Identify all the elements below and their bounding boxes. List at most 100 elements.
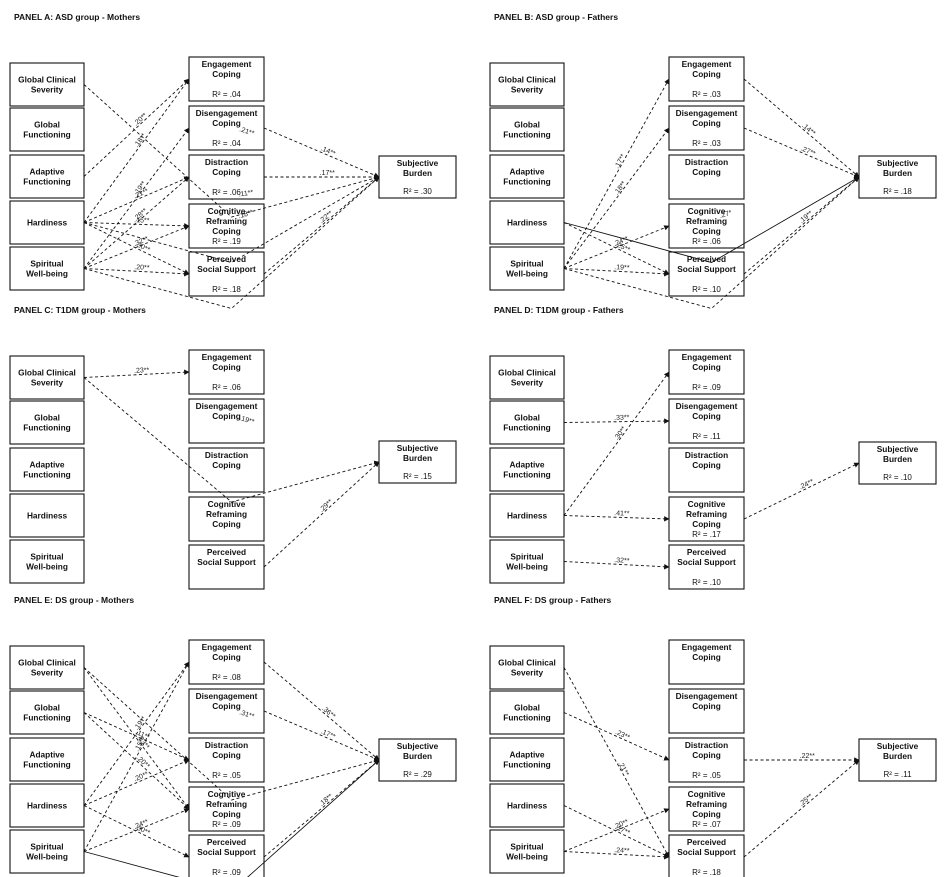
path-coefficient: .33** [614,415,630,422]
mediator-distraction-coping-label: Distraction [205,740,248,750]
path-coefficient: .31** [238,709,255,720]
mediator-engagement-coping-box [188,639,265,685]
outcome-subjective-burden-label: Burden [883,454,912,464]
mediator-engagement-coping-box [668,639,745,685]
predictor-global-functioning-label: Functioning [503,423,550,433]
mediator-cognitive-reframing-coping-label: Cognitive [208,206,246,216]
path-coefficient: .19** [238,415,255,426]
predictor-hardiness-label: Hardiness [27,801,68,811]
mediator-perceived-social-support-label: Perceived [687,547,726,557]
predictor-hardiness-label: Hardiness [507,801,548,811]
mediator-distraction-coping-label: Coping [212,460,241,470]
predictor-global-clinical-severity-box [489,62,565,107]
outcome-subjective-burden-r-squared: R² = .30 [403,187,432,196]
path-edge [83,222,190,229]
path-coefficient: .23** [134,367,150,375]
predictor-global-clinical-severity-label: Severity [511,668,544,678]
path-coefficient: .19** [798,210,814,225]
mediator-cognitive-reframing-coping-box [188,496,265,542]
predictor-global-clinical-severity-label: Global Clinical [18,658,76,668]
mediator-engagement-coping-label: Coping [212,652,241,662]
path-coefficient: .23** [614,729,631,742]
mediator-disengagement-coping-label: Disengagement [676,401,738,411]
path-edge [83,225,190,269]
mediator-perceived-social-support-r-squared: R² = .10 [692,285,721,294]
path-coefficient: .41** [614,510,630,518]
mediator-distraction-coping-label: Distraction [685,740,728,750]
predictor-spiritual-well-being-label: Spiritual [510,552,543,562]
mediator-distraction-coping-r-squared: R² = .05 [212,771,241,780]
mediator-cognitive-reframing-coping-label: Reframing [206,799,247,809]
path-edge [83,712,190,761]
mediator-distraction-coping-label: Distraction [685,157,728,167]
mediator-disengagement-coping-label: Disengagement [196,401,258,411]
predictor-spiritual-well-being-label: Well-being [26,852,68,862]
mediator-cognitive-reframing-coping-box [668,786,745,832]
predictor-global-clinical-severity-label: Global Clinical [18,368,76,378]
predictor-spiritual-well-being-label: Spiritual [30,259,63,269]
path-edge [83,222,190,275]
path-coefficient: .11** [238,189,254,198]
path-coefficient: .17** [320,170,335,177]
mediator-engagement-coping-label: Coping [692,362,721,372]
mediator-cognitive-reframing-coping-box [188,786,265,832]
predictor-global-clinical-severity-label: Global Clinical [18,75,76,85]
mediator-engagement-coping-r-squared: R² = .08 [212,673,241,682]
path-edge [743,759,860,858]
mediator-engagement-coping-label: Engagement [202,352,252,362]
path-edge [83,78,190,223]
path-edge [83,268,190,277]
mediator-engagement-coping-label: Coping [692,69,721,79]
mediator-engagement-coping-label: Coping [212,69,241,79]
path-edge [563,176,860,309]
predictor-hardiness-box [489,493,565,538]
predictor-adaptive-functioning-label: Functioning [23,470,70,480]
mediator-perceived-social-support-label: Perceived [207,254,246,264]
mediator-disengagement-coping-label: Coping [212,118,241,128]
mediator-perceived-social-support-box [188,251,265,297]
mediator-cognitive-reframing-coping-r-squared: R² = .17 [692,530,721,539]
path-coefficient: .20** [133,112,149,128]
mediator-perceived-social-support-box [188,544,265,590]
outcome-subjective-burden-label: Burden [403,751,432,761]
path-coefficient: .22** [318,210,334,225]
predictor-global-functioning-label: Global [514,120,540,130]
mediator-perceived-social-support-r-squared: R² = .09 [212,868,241,877]
predictor-adaptive-functioning-box [9,737,85,782]
path-coefficient: .14** [319,145,336,157]
predictor-hardiness-box [489,200,565,245]
outcome-subjective-burden-label: Burden [403,168,432,178]
mediator-cognitive-reframing-coping-label: Cognitive [688,206,726,216]
predictor-adaptive-functioning-label: Adaptive [29,460,64,470]
outcome-subjective-burden-label: Subjective [877,741,919,751]
predictor-spiritual-well-being-box [9,246,85,291]
predictor-global-functioning-box [9,400,85,445]
path-coefficient: .15** [134,217,150,225]
mediator-perceived-social-support-r-squared: R² = .10 [692,578,721,587]
predictor-spiritual-well-being-box [489,829,565,874]
mediator-engagement-coping-r-squared: R² = .04 [212,90,241,99]
mediator-engagement-coping-box [668,56,745,102]
mediator-distraction-coping-r-squared: R² = .05 [692,771,721,780]
predictor-global-functioning-label: Global [514,413,540,423]
outcome-subjective-burden-r-squared: R² = .29 [403,770,432,779]
mediator-distraction-coping-label: Coping [212,750,241,760]
outcome-subjective-burden-box [378,440,457,484]
path-edge [563,712,670,761]
predictor-hardiness-box [9,783,85,828]
outcome-subjective-burden-r-squared: R² = .11 [883,770,912,779]
predictor-global-clinical-severity-label: Severity [31,668,64,678]
mediator-distraction-coping-box [668,154,745,200]
predictor-adaptive-functioning-box [489,154,565,199]
path-edge [563,268,670,277]
path-edge [263,759,380,858]
outcome-subjective-burden-box [378,738,457,782]
mediator-distraction-coping-label: Coping [692,750,721,760]
path-edge [563,808,670,852]
path-coefficient: .29** [318,498,334,514]
mediator-cognitive-reframing-coping-label: Cognitive [208,499,246,509]
